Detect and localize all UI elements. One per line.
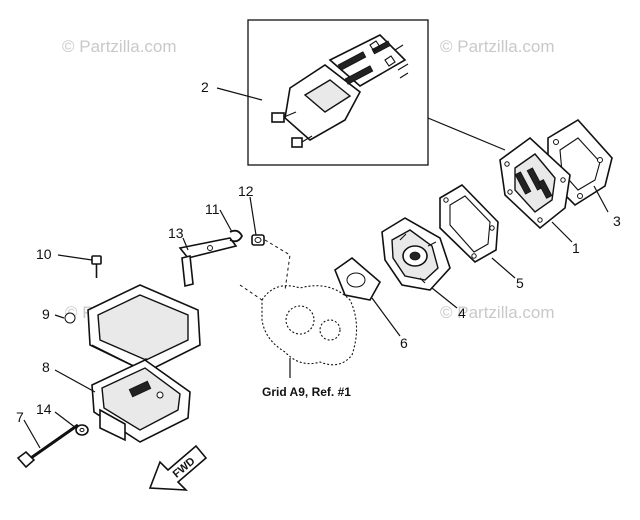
callout-2: 2 — [201, 79, 209, 95]
leader-10 — [57, 254, 93, 261]
leader-7 — [23, 419, 41, 449]
callout-4: 4 — [458, 305, 466, 321]
callout-5: 5 — [516, 275, 524, 291]
inset-detail-box — [247, 19, 429, 166]
callout-14: 14 — [36, 401, 52, 417]
leader-4 — [431, 287, 458, 309]
inset-leader-line — [427, 117, 506, 151]
callout-13: 13 — [168, 225, 184, 241]
leader-1 — [551, 221, 573, 243]
part-9-silencer-cover — [64, 284, 201, 373]
leader-3 — [593, 185, 609, 213]
part-6-small-gasket — [334, 256, 382, 301]
leader-13 — [182, 237, 189, 251]
callout-11: 11 — [205, 201, 220, 217]
callout-10: 10 — [36, 246, 52, 262]
watermark-top-left: © Partzilla.com — [62, 37, 177, 56]
callout-labels: 2 3 1 5 4 6 13 11 12 10 9 8 14 7 — [16, 79, 621, 425]
leader-2 — [216, 87, 263, 101]
part-14-washer — [75, 424, 89, 436]
leader-11 — [219, 209, 233, 233]
callout-3: 3 — [613, 213, 621, 229]
callout-1: 1 — [572, 240, 580, 256]
reference-note: Grid A9, Ref. #1 — [262, 385, 351, 399]
part-5-gasket — [439, 183, 499, 263]
leader-8 — [54, 369, 96, 393]
callout-12: 12 — [238, 183, 254, 199]
inset-screw-2 — [291, 135, 313, 148]
inset-screw-1 — [271, 111, 297, 123]
reed-plate-inset — [284, 34, 409, 141]
part-13-throttle-lever — [178, 237, 238, 287]
callout-6: 6 — [400, 335, 408, 351]
fwd-arrow: FWD — [148, 444, 208, 491]
watermark-mid-right: © Partzilla.com — [440, 303, 555, 322]
callout-7: 7 — [16, 409, 24, 425]
leader-lines — [23, 87, 609, 449]
callout-8: 8 — [42, 359, 50, 375]
part-7-long-bolt — [16, 423, 79, 469]
part-4-intake-manifold — [381, 217, 451, 291]
leader-14 — [54, 411, 77, 429]
watermark-top-right: © Partzilla.com — [440, 37, 555, 56]
leader-6 — [371, 297, 401, 337]
part-12-collar — [251, 234, 265, 246]
part-10-screw — [91, 255, 102, 278]
leader-5 — [491, 257, 516, 279]
leader-12 — [249, 196, 257, 236]
part-8-silencer-base — [91, 359, 191, 443]
callout-9: 9 — [42, 306, 50, 322]
crankcase-reference-outline — [239, 239, 358, 366]
part-11-clip — [229, 229, 244, 243]
part-1-reed-valve-assembly — [499, 136, 571, 230]
leader-9 — [54, 314, 65, 319]
